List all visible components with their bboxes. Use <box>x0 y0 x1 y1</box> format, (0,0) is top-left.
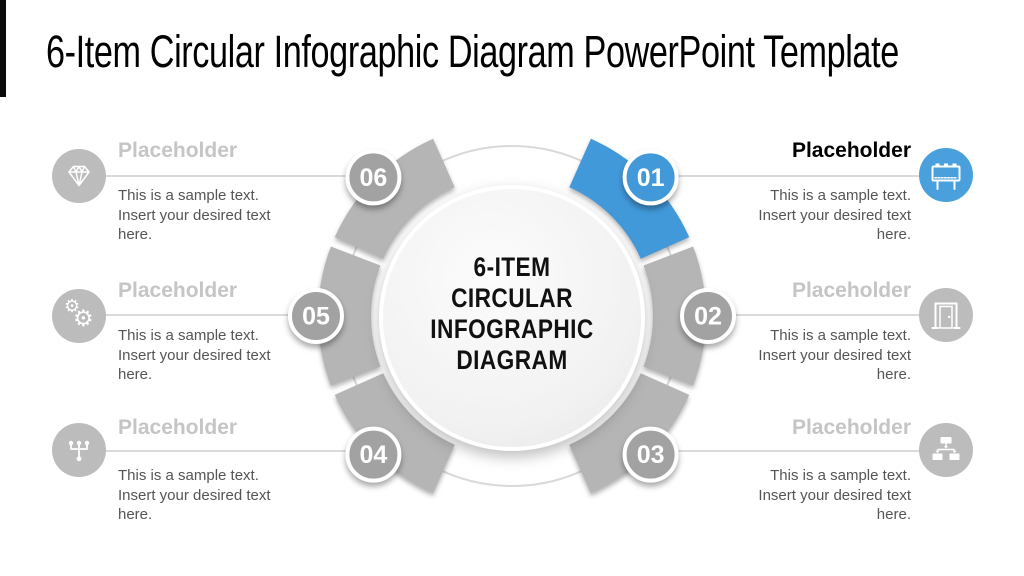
connector-line-left-1 <box>95 175 370 177</box>
segment-01-highlighted <box>569 138 690 259</box>
connector-line-left-2 <box>95 314 330 316</box>
segment-04 <box>334 373 455 494</box>
hierarchy-icon <box>52 423 106 477</box>
body-line: here. <box>876 506 911 523</box>
badge-01: 01 <box>622 149 679 206</box>
gear-glyph-big: ⚙ <box>73 306 94 332</box>
center-title-line3: INFOGRAPHIC <box>430 314 594 344</box>
body-line: here. <box>876 226 911 243</box>
body-line: Insert your desired text <box>118 486 271 504</box>
placeholder-heading-left-1: Placeholder <box>118 139 238 162</box>
badge-02-label: 02 <box>694 303 722 331</box>
left-edge-artifact <box>0 0 6 97</box>
body-line: here. <box>118 366 153 383</box>
segment-03 <box>569 373 690 494</box>
badge-04: 04 <box>345 426 402 483</box>
badge-01-label: 01 <box>637 164 665 192</box>
body-line: Insert your desired text <box>758 206 911 224</box>
body-line: This is a sample text. <box>770 327 911 344</box>
placeholder-body-right-2: This is a sample text. Insert your desir… <box>736 326 911 385</box>
badge-06-label: 06 <box>359 164 387 192</box>
body-line: Insert your desired text <box>118 206 271 224</box>
billboard-icon <box>919 148 973 202</box>
body-line: This is a sample text. <box>118 327 259 344</box>
circular-diagram: 01 02 03 04 05 06 <box>288 138 736 494</box>
placeholder-heading-right-2: Placeholder <box>791 279 911 302</box>
center-title-line2: CIRCULAR <box>451 283 573 313</box>
body-line: This is a sample text. <box>770 187 911 204</box>
placeholder-heading-right-3: Placeholder <box>791 416 911 439</box>
badge-05-label: 05 <box>302 303 330 331</box>
center-title-line4: DIAGRAM <box>456 345 568 375</box>
gear-glyph-small: ⚙ <box>64 296 81 317</box>
badge-05: 05 <box>288 288 344 344</box>
badge-03: 03 <box>622 426 679 483</box>
diamond-icon <box>52 149 106 203</box>
center-title-line1: 6-ITEM <box>473 252 551 282</box>
body-line: here. <box>118 226 153 243</box>
placeholder-body-left-3: This is a sample text. Insert your desir… <box>118 466 293 525</box>
placeholder-heading-left-2: Placeholder <box>118 279 238 302</box>
slide-title: 6-Item Circular Infographic Diagram Powe… <box>46 26 899 77</box>
placeholder-heading-right-1: Placeholder <box>791 139 911 162</box>
badge-03-label: 03 <box>637 441 665 469</box>
badge-04-label: 04 <box>359 441 387 469</box>
connector-line-right-2 <box>700 314 920 316</box>
gears-icon: ⚙ ⚙ <box>52 289 106 343</box>
body-line: Insert your desired text <box>758 486 911 504</box>
badge-06: 06 <box>345 149 402 206</box>
center-title: 6-ITEM CIRCULAR INFOGRAPHIC DIAGRAM <box>386 252 638 376</box>
body-line: This is a sample text. <box>118 187 259 204</box>
connector-line-right-1 <box>630 175 920 177</box>
org-chart-icon <box>919 423 973 477</box>
body-line: This is a sample text. <box>770 467 911 484</box>
connector-line-left-3 <box>95 450 370 452</box>
placeholder-body-right-1: This is a sample text. Insert your desir… <box>736 186 911 245</box>
segment-02 <box>643 246 706 386</box>
segment-06 <box>334 138 455 259</box>
body-line: This is a sample text. <box>118 467 259 484</box>
placeholder-body-left-2: This is a sample text. Insert your desir… <box>118 326 293 385</box>
body-line: Insert your desired text <box>758 346 911 364</box>
placeholder-body-right-3: This is a sample text. Insert your desir… <box>736 466 911 525</box>
body-line: here. <box>118 506 153 523</box>
placeholder-body-left-1: This is a sample text. Insert your desir… <box>118 186 293 245</box>
segment-05 <box>318 246 381 386</box>
body-line: Insert your desired text <box>118 346 271 364</box>
connector-line-right-3 <box>630 450 920 452</box>
placeholder-heading-left-3: Placeholder <box>118 416 238 439</box>
body-line: here. <box>876 366 911 383</box>
door-icon <box>919 288 973 342</box>
center-circle <box>379 185 645 451</box>
badge-02: 02 <box>680 288 736 344</box>
